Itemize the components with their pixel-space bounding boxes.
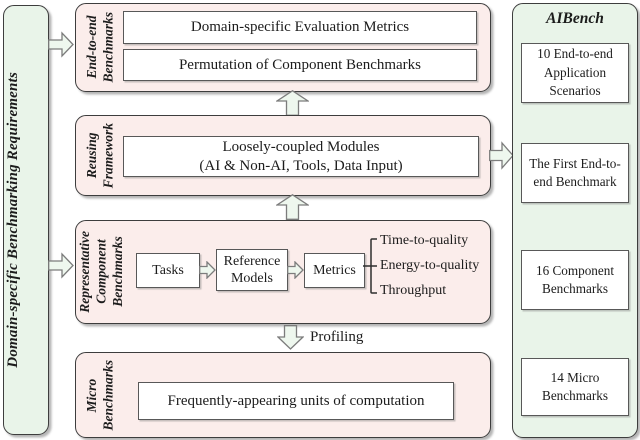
profiling-label: Profiling (310, 329, 363, 346)
metric-item: Energy-to-quality (380, 258, 479, 274)
metric-item: Throughput (380, 283, 446, 299)
section-reusing-label: Reusing Framework (83, 122, 115, 189)
aibench-box-end-to-end: The First End-to- end Benchmark (521, 143, 629, 203)
arrow-up-icon (276, 90, 309, 116)
time-to-quality-text: Time-to-quality (380, 233, 469, 248)
section-end-to-end-benchmarks: End-to-end Benchmarks Domain-specific Ev… (75, 3, 491, 92)
aibench-box-component: 16 Component Benchmarks (521, 250, 629, 310)
arrow-right-icon (199, 261, 216, 279)
frequently-appearing-units-box: Frequently-appearing units of computatio… (138, 382, 454, 420)
aibench-box-micro: 14 Micro Benchmarks (521, 358, 629, 416)
section-label-wrap: End-to-end Benchmarks (76, 4, 124, 91)
section-end-to-end-label: End-to-end Benchmarks (83, 12, 115, 83)
metrics-text: Metrics (313, 262, 356, 278)
bracket-icon (363, 238, 377, 294)
arrow-up-icon (276, 194, 309, 220)
requirements-bar-label: Domain-specific Benchmarking Requirement… (5, 72, 21, 368)
section-label-wrap: Representative Component Benchmarks (76, 221, 128, 323)
aibench-scenarios-text: 10 End-to-end Application Scenarios (537, 46, 613, 99)
section-label-wrap: Reusing Framework (76, 116, 124, 195)
evaluation-metrics-text: Domain-specific Evaluation Metrics (190, 19, 410, 36)
evaluation-metrics-box: Domain-specific Evaluation Metrics (123, 11, 477, 44)
tasks-box: Tasks (136, 253, 200, 288)
section-reusing-framework: Reusing Framework Loosely-coupled Module… (75, 115, 491, 196)
metrics-box: Metrics (304, 253, 365, 288)
frequently-appearing-units-text: Frequently-appearing units of computatio… (167, 392, 425, 409)
section-component-benchmarks: Representative Component Benchmarks Task… (75, 220, 491, 324)
aibench-title-text: AIBench (546, 10, 604, 27)
requirements-bar: Domain-specific Benchmarking Requirement… (3, 5, 49, 435)
arrow-right-icon (287, 261, 304, 279)
aibench-component-text: 16 Component Benchmarks (535, 262, 615, 296)
section-label-wrap: Micro Benchmarks (76, 353, 124, 437)
arrow-right-icon (48, 31, 74, 58)
permutation-text: Permutation of Component Benchmarks (178, 56, 422, 73)
aibench-title: AIBench (513, 10, 637, 28)
aibench-micro-text: 14 Micro Benchmarks (542, 369, 608, 403)
permutation-box: Permutation of Component Benchmarks (123, 49, 477, 81)
reference-models-text: Reference Models (223, 253, 281, 287)
tasks-text: Tasks (152, 262, 184, 278)
loosely-coupled-modules-box: Loosely-coupled Modules (AI & Non-AI, To… (123, 136, 479, 177)
section-micro-label: Micro Benchmarks (83, 359, 115, 431)
profiling-text: Profiling (310, 329, 364, 345)
requirements-bar-label-wrap: Domain-specific Benchmarking Requirement… (4, 6, 22, 434)
arrow-down-icon (277, 325, 304, 350)
metric-item: Time-to-quality (380, 233, 468, 249)
arrow-right-icon (489, 141, 514, 170)
aibench-box-scenarios: 10 End-to-end Application Scenarios (521, 43, 629, 103)
arrow-right-icon (48, 252, 74, 279)
aibench-panel: AIBench 10 End-to-end Application Scenar… (512, 3, 638, 438)
reference-models-box: Reference Models (216, 249, 288, 291)
energy-to-quality-text: Energy-to-quality (380, 258, 480, 273)
throughput-text: Throughput (380, 283, 447, 298)
section-component-label: Representative Component Benchmarks (77, 231, 126, 313)
aibench-end-to-end-text: The First End-to- end Benchmark (529, 155, 621, 189)
loosely-coupled-modules-text: Loosely-coupled Modules (AI & Non-AI, To… (199, 138, 403, 174)
section-micro-benchmarks: Micro Benchmarks Frequently-appearing un… (75, 352, 491, 438)
